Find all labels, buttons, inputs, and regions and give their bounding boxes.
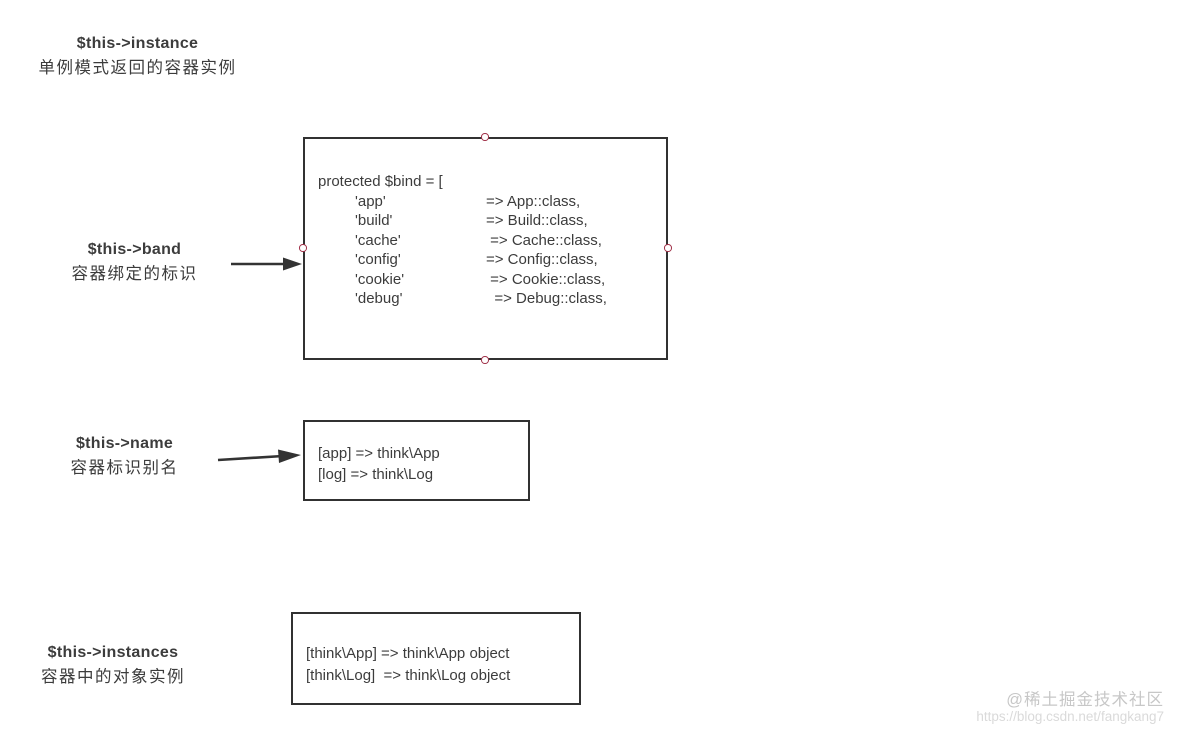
name-box-content: [app] => think\App [log] => think\Log bbox=[305, 422, 528, 485]
bind-box-content: protected $bind = [ 'app' => App::class,… bbox=[305, 139, 666, 309]
bind-key: 'config' bbox=[355, 251, 401, 268]
bind-entry: 'config' => Config::class, bbox=[318, 250, 666, 270]
selection-handle-bottom[interactable] bbox=[481, 356, 489, 364]
instances-box: [think\App] => think\App object [think\L… bbox=[291, 612, 581, 705]
selection-handle-top[interactable] bbox=[481, 133, 489, 141]
bind-entry: 'app' => App::class, bbox=[318, 192, 666, 212]
bind-entry: 'build' => Build::class, bbox=[318, 211, 666, 231]
arrow-name-to-name-box bbox=[217, 449, 301, 463]
annotation-instances: $this->instances 容器中的对象实例 bbox=[28, 641, 198, 689]
bind-key: 'cookie' bbox=[355, 270, 405, 288]
bind-value: => Build::class, bbox=[486, 212, 588, 229]
instances-box-line: [think\App] => think\App object bbox=[306, 645, 510, 662]
annotation-name: $this->name 容器标识别名 bbox=[47, 432, 202, 480]
bind-value: => Cache::class, bbox=[486, 231, 602, 249]
watermark-url: https://blog.csdn.net/fangkang7 bbox=[976, 709, 1164, 725]
bind-key: 'debug' bbox=[355, 290, 403, 307]
bind-key: 'app' bbox=[355, 192, 386, 210]
bind-key: 'build' bbox=[355, 212, 393, 229]
name-box-line: [log] => think\Log bbox=[318, 466, 434, 483]
bind-value: => Cookie::class, bbox=[486, 270, 606, 288]
bind-key: 'cache' bbox=[355, 231, 401, 249]
annotation-instance-desc: 单例模式返回的容器实例 bbox=[38, 59, 237, 77]
annotation-band-code: $this->band bbox=[87, 241, 182, 258]
bind-header: protected $bind = [ bbox=[318, 173, 443, 190]
watermark: @稀土掘金技术社区 https://blog.csdn.net/fangkang… bbox=[976, 691, 1164, 725]
annotation-instances-desc: 容器中的对象实例 bbox=[41, 668, 185, 686]
annotation-band: $this->band 容器绑定的标识 bbox=[52, 238, 217, 286]
annotation-band-desc: 容器绑定的标识 bbox=[71, 265, 198, 283]
instances-box-line: [think\Log] => think\Log object bbox=[306, 666, 511, 684]
selection-handle-right[interactable] bbox=[664, 244, 672, 252]
annotation-instance-code: $this->instance bbox=[76, 35, 199, 52]
bind-value: => App::class, bbox=[486, 192, 581, 210]
bind-entry: 'cache' => Cache::class, bbox=[318, 231, 666, 251]
annotation-name-code: $this->name bbox=[75, 435, 174, 452]
name-box-line: [app] => think\App bbox=[318, 445, 440, 462]
annotation-instances-code: $this->instances bbox=[47, 644, 179, 661]
bind-box: protected $bind = [ 'app' => App::class,… bbox=[299, 133, 672, 364]
name-box: [app] => think\App [log] => think\Log bbox=[303, 420, 530, 501]
bind-entry: 'debug' => Debug::class, bbox=[318, 289, 666, 309]
bind-value: => Config::class, bbox=[486, 251, 598, 268]
instances-box-content: [think\App] => think\App object [think\L… bbox=[293, 614, 579, 686]
bind-entry: 'cookie' => Cookie::class, bbox=[318, 270, 666, 290]
annotation-name-desc: 容器标识别名 bbox=[70, 459, 179, 477]
annotation-instance: $this->instance 单例模式返回的容器实例 bbox=[30, 32, 245, 80]
watermark-community: @稀土掘金技术社区 bbox=[1006, 691, 1164, 710]
bind-value: => Debug::class, bbox=[486, 290, 607, 307]
selection-handle-left[interactable] bbox=[299, 244, 307, 252]
arrow-band-to-bind-box bbox=[231, 257, 302, 271]
